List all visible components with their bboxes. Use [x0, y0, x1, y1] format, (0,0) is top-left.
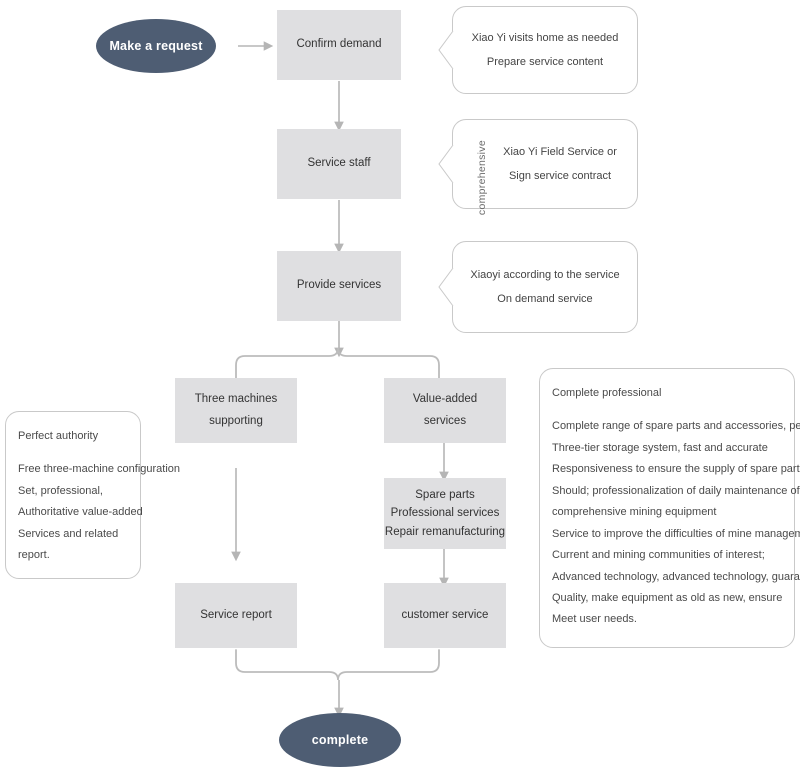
- node-spare-parts-line-1: Spare parts: [415, 488, 475, 501]
- panel-perfect-authority-line-1: Free three-machine configuration: [18, 463, 181, 476]
- node-confirm-demand-label: Confirm demand: [296, 38, 382, 51]
- node-three-machines-line-2: supporting: [209, 414, 263, 427]
- node-provide-services[interactable]: Provide services: [277, 251, 401, 321]
- callout-service-staff-line-1: Xiao Yi Field Service or: [503, 145, 617, 158]
- node-complete[interactable]: complete: [279, 713, 401, 767]
- panel-complete-professional[interactable]: Complete professional Complete range of …: [539, 368, 800, 648]
- callout-confirm-demand-line-2: Prepare service content: [486, 56, 604, 68]
- node-service-staff[interactable]: Service staff: [277, 129, 401, 199]
- node-provide-services-label: Provide services: [296, 279, 382, 292]
- node-spare-parts-line-3: Repair remanufacturing: [384, 525, 506, 538]
- node-three-machines-line-1: Three machines: [194, 392, 278, 405]
- callout-provide-services[interactable]: Xiaoyi according to the service On deman…: [438, 241, 638, 333]
- panel-complete-professional-line-8: Advanced technology, advanced technology…: [552, 570, 800, 583]
- node-service-report[interactable]: Service report: [175, 583, 297, 648]
- callout-provide-services-line-1: Xiaoyi according to the service: [470, 268, 620, 281]
- node-complete-label: complete: [311, 733, 369, 747]
- panel-perfect-authority[interactable]: Perfect authority Free three-machine con…: [5, 411, 181, 579]
- node-make-a-request-label: Make a request: [109, 39, 203, 53]
- panel-complete-professional-line-4: Should; professionalization of daily mai…: [552, 484, 800, 497]
- panel-complete-professional-line-10: Meet user needs.: [552, 613, 637, 626]
- panel-complete-professional-line-9: Quality, make equipment as old as new, e…: [552, 591, 783, 604]
- node-three-machines-supporting[interactable]: Three machines supporting: [175, 378, 297, 443]
- panel-perfect-authority-line-2: Set, professional,: [18, 484, 103, 497]
- panel-complete-professional-line-5: comprehensive mining equipment: [552, 506, 717, 519]
- callout-confirm-demand[interactable]: Xiao Yi visits home as needed Prepare se…: [438, 6, 638, 94]
- callout-service-staff[interactable]: comprehensive Xiao Yi Field Service or S…: [438, 119, 638, 215]
- panel-perfect-authority-line-4: Services and related: [18, 527, 119, 540]
- callout-tail-mask-1: [452, 31, 455, 69]
- node-customer-service[interactable]: customer service: [384, 583, 506, 648]
- callout-tail-icon-3: [438, 267, 454, 307]
- brace-split-top: [235, 347, 440, 379]
- panel-perfect-authority-line-5: report.: [18, 549, 50, 562]
- panel-perfect-authority-line-3: Authoritative value-added: [18, 506, 143, 519]
- callout-tail-mask-2: [452, 145, 455, 183]
- panel-perfect-authority-title: Perfect authority: [18, 430, 99, 442]
- panel-complete-professional-line-6: Service to improve the difficulties of m…: [552, 527, 800, 540]
- callout-tail-mask-3: [452, 268, 455, 306]
- callout-provide-services-line-2: On demand service: [497, 293, 593, 305]
- node-customer-service-label: customer service: [401, 608, 489, 621]
- node-make-a-request[interactable]: Make a request: [96, 19, 216, 73]
- callout-service-staff-line-2: Sign service contract: [508, 170, 612, 182]
- node-value-added-services[interactable]: Value-added services: [384, 378, 506, 443]
- panel-complete-professional-line-7: Current and mining communities of intere…: [552, 549, 765, 562]
- brace-merge-bottom: [235, 649, 440, 681]
- panel-complete-professional-title: Complete professional: [552, 387, 662, 399]
- callout-confirm-demand-line-1: Xiao Yi visits home as needed: [471, 31, 619, 44]
- node-spare-parts[interactable]: Spare parts Professional services Repair…: [384, 478, 506, 549]
- callout-service-staff-side-label: comprehensive: [476, 140, 488, 216]
- callout-tail-icon-2: [438, 144, 454, 184]
- panel-complete-professional-line-2: Three-tier storage system, fast and accu…: [552, 441, 768, 454]
- panel-complete-professional-line-1: Complete range of spare parts and access…: [552, 420, 800, 433]
- callout-tail-icon-1: [438, 30, 454, 70]
- node-value-added-line-1: Value-added: [412, 392, 478, 405]
- panel-complete-professional-line-3: Responsiveness to ensure the supply of s…: [552, 463, 800, 476]
- node-spare-parts-line-2: Professional services: [390, 507, 500, 520]
- node-service-staff-label: Service staff: [307, 157, 371, 170]
- node-confirm-demand[interactable]: Confirm demand: [277, 10, 401, 80]
- node-service-report-label: Service report: [200, 608, 272, 621]
- node-value-added-line-2: services: [423, 414, 467, 427]
